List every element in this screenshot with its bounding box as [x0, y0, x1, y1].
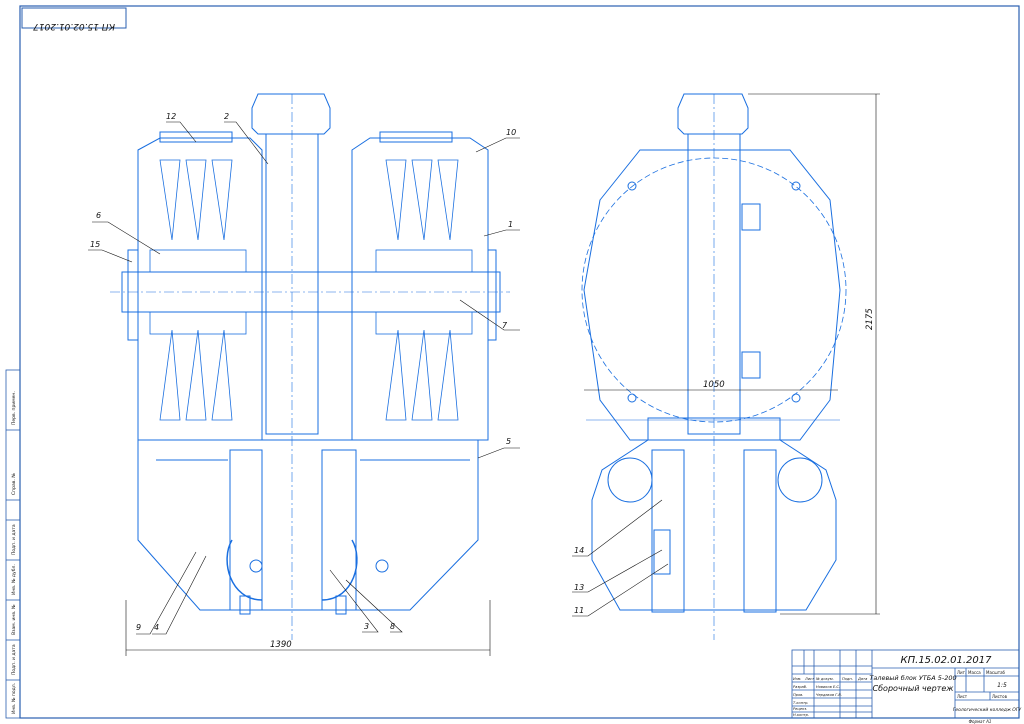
side-label-4: Взам. инв. № — [11, 604, 17, 635]
row-2: Пров. — [793, 693, 803, 697]
callout-6: 6 — [96, 211, 101, 220]
callout-13: 13 — [574, 583, 584, 592]
section-view — [110, 93, 510, 640]
dim-width-right: 1050 — [703, 380, 725, 390]
row-1: Разраб. — [793, 685, 807, 689]
side-label-6: Инв. № подл. — [11, 683, 17, 714]
callout-2: 2 — [224, 112, 229, 121]
callout-4: 4 — [154, 623, 159, 632]
title-org: Геологический колледж ОГУ — [953, 707, 1021, 713]
callout-10: 10 — [506, 128, 516, 137]
title-sheet-label: Лист — [957, 694, 968, 699]
rotated-code-text: КП 15.02.01.2017 — [33, 21, 115, 31]
title-line1: Талевый блок УТБА 5-200 — [869, 674, 956, 682]
dimension-lines — [125, 93, 880, 656]
side-label-5: Подп. и дата — [11, 644, 17, 675]
title-format: Формат А1 — [969, 719, 992, 724]
title-rows: Изм. Лист № докум. Подп. Дата Разраб. Пр… — [793, 677, 867, 717]
side-label-1: Справ. № — [11, 473, 17, 495]
title-code: КП.15.02.01.2017 — [901, 655, 993, 666]
callout-leaders — [88, 121, 669, 635]
row-4: Реценз. — [793, 707, 807, 711]
title-line2: Сборочный чертеж — [873, 684, 955, 693]
row-h1: Лист — [804, 677, 815, 681]
callout-7: 7 — [502, 321, 508, 330]
row-0: Изм. — [793, 677, 801, 681]
name-0: Новиков Е.С. — [816, 685, 840, 689]
side-label-2: Подп. и дата — [11, 524, 17, 555]
row-h2: № докум. — [815, 677, 834, 681]
callout-3: 3 — [364, 622, 369, 631]
side-labels: Перв. примен. Справ. № Подп. и дата Инв.… — [11, 391, 17, 714]
row-3: Т.контр. — [793, 701, 809, 705]
callout-11: 11 — [574, 606, 584, 615]
sheet-frame — [19, 5, 1020, 719]
title-sheets-label: Листов — [992, 694, 1008, 699]
callout-12: 12 — [166, 112, 176, 121]
callout-5: 5 — [506, 437, 511, 446]
title-col-mass: Масса — [968, 670, 981, 675]
title-scale-value: 1:5 — [997, 682, 1007, 689]
side-strip — [5, 369, 21, 719]
dim-width-left: 1390 — [270, 640, 292, 650]
side-label-3: Инв. № дубл. — [11, 564, 17, 595]
front-view — [581, 93, 847, 640]
callouts: 12 2 10 6 1 15 7 5 9 4 3 8 14 13 11 — [90, 112, 584, 632]
title-block — [791, 649, 1020, 719]
row-h4: Дата — [857, 677, 867, 681]
side-label-0: Перв. примен. — [11, 391, 17, 425]
callout-1: 1 — [508, 220, 513, 229]
row-h3: Подп. — [842, 677, 853, 681]
name-1: Чердаков Г.В. — [816, 693, 842, 697]
rotated-code-box: КП 15.02.01.2017 — [21, 7, 127, 31]
callout-9: 9 — [136, 623, 141, 632]
callout-8: 8 — [390, 622, 395, 631]
callout-14: 14 — [574, 546, 584, 555]
dim-height-right: 2175 — [865, 308, 875, 330]
callout-15: 15 — [90, 240, 100, 249]
row-5: Н.контр. — [793, 713, 809, 717]
title-col-scale: Масштаб — [986, 670, 1006, 675]
title-col-lit: Лит. — [957, 670, 966, 675]
